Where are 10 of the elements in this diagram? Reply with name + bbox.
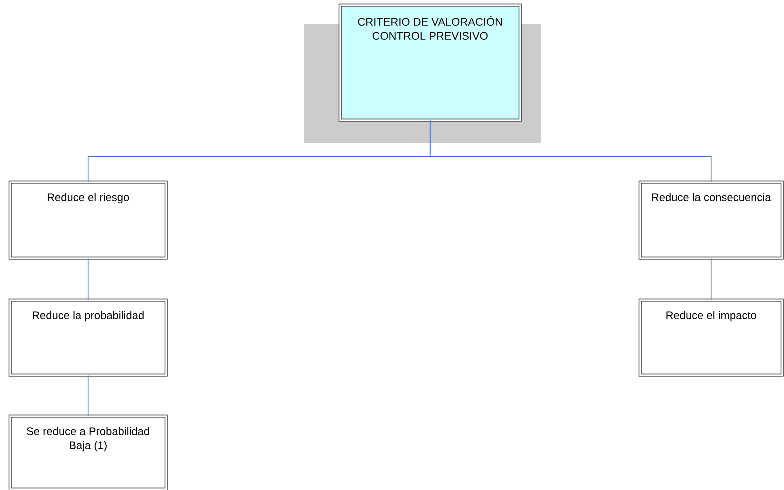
connector [710, 258, 712, 300]
connector [88, 258, 89, 300]
connector [430, 120, 712, 182]
category-box: Reduce el riesgo [8, 180, 168, 260]
category-box: Reduce la probabilidad [8, 298, 168, 377]
category-box: Reduce la consecuencia [638, 180, 784, 260]
category-box: Reduce el impacto [638, 298, 784, 377]
connector [88, 375, 89, 416]
category-box: Se reduce a Probabilidad Baja (1) [8, 414, 168, 490]
title-box: CRITERIO DE VALORACIÓN CONTROL PREVISIVO [338, 4, 522, 122]
